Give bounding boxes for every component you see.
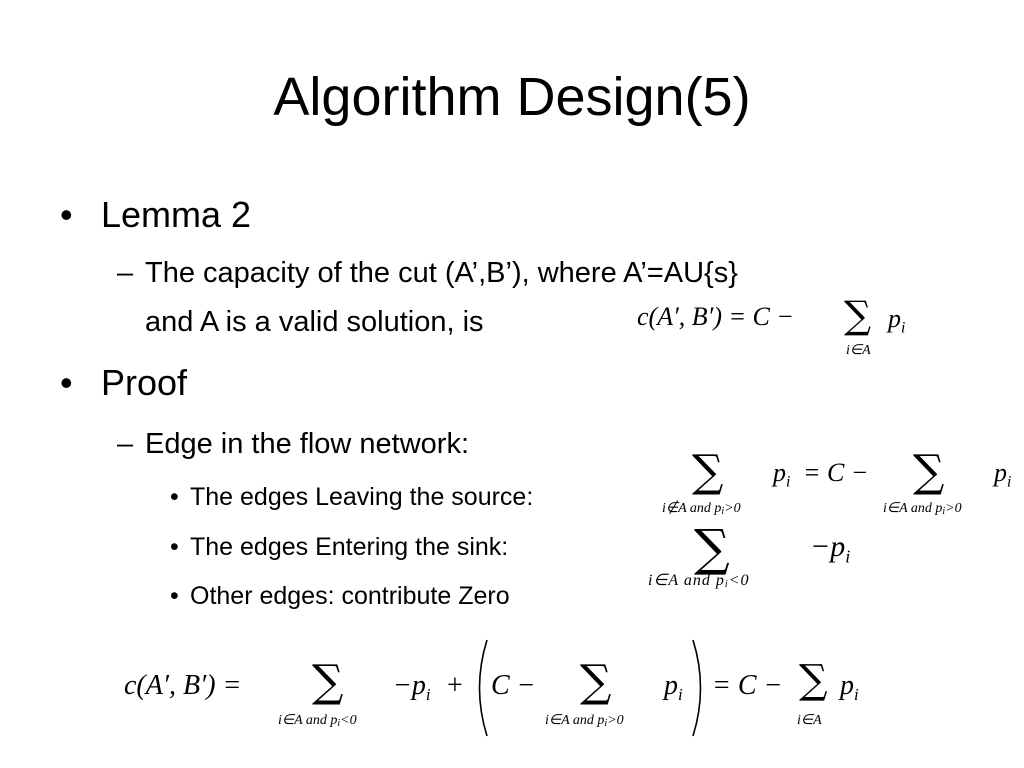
- proof-subtitle: Edge in the flow network:: [145, 428, 470, 460]
- final-sum3-limit: i∈A: [797, 713, 822, 728]
- final-sum2-limit: i∈A and pi>0: [545, 713, 624, 729]
- lemma-formula-lhs: c(A′, B′) = C −: [637, 302, 794, 331]
- sink-sum-limit: i∈A and pi<0: [648, 572, 750, 590]
- sigma-icon: ∑: [799, 657, 828, 703]
- sink-term: −pi: [810, 530, 851, 567]
- source-sum2-limit: i∈A and pi>0: [883, 501, 962, 517]
- sigma-icon: ∑: [580, 656, 612, 707]
- item-entering-sink: The edges Entering the sink:: [190, 533, 509, 561]
- source-term1: pi: [773, 458, 791, 491]
- bullet-icon: •: [170, 582, 179, 610]
- final-rhs: = C −: [712, 670, 783, 701]
- lemma-text-line1: The capacity of the cut (A’,B’), where A…: [145, 257, 738, 289]
- bullet-icon: •: [170, 483, 179, 511]
- sigma-icon: ∑: [692, 446, 724, 497]
- source-sum1-limit: i∉A and pi>0: [662, 501, 741, 517]
- source-mid: = C −: [803, 458, 869, 487]
- lemma-term: pi: [888, 304, 906, 337]
- final-lhs: c(A′, B′) =: [124, 670, 242, 701]
- final-sum1-limit: i∈A and pi<0: [278, 713, 357, 729]
- bullet-icon: •: [170, 533, 179, 561]
- lemma-sum-limit: i∈A: [846, 343, 871, 358]
- dash-icon: –: [117, 428, 134, 460]
- dash-icon: –: [117, 257, 134, 289]
- final-inner-c: C −: [491, 670, 536, 701]
- item-other-edges: Other edges: contribute Zero: [190, 582, 510, 610]
- final-plus: +: [447, 670, 463, 701]
- sigma-icon: ∑: [312, 656, 344, 707]
- bullet-lemma: Lemma 2: [101, 194, 252, 235]
- lemma-text-line2: and A is a valid solution, is: [145, 306, 484, 338]
- bullet-icon: •: [60, 194, 73, 235]
- final-term1: −pi: [393, 670, 431, 704]
- sigma-icon: ∑: [913, 446, 945, 497]
- bullet-proof: Proof: [101, 362, 188, 403]
- item-leaving-source: The edges Leaving the source:: [190, 483, 534, 511]
- source-term2: pi: [994, 458, 1012, 491]
- final-term2: pi: [664, 670, 683, 704]
- sigma-icon: ∑: [694, 519, 730, 577]
- final-term3: pi: [840, 670, 859, 704]
- left-paren-icon: [478, 639, 488, 737]
- slide-title: Algorithm Design(5): [273, 67, 751, 127]
- right-paren-icon: [692, 639, 702, 737]
- bullet-icon: •: [60, 362, 73, 403]
- sigma-icon: ∑: [844, 293, 872, 337]
